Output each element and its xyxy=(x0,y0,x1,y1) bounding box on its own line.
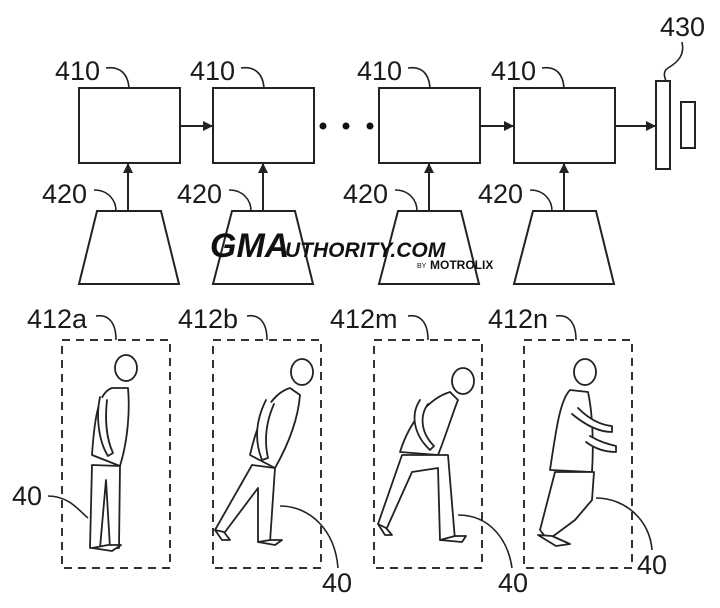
input-block-3: 420 xyxy=(343,163,481,285)
input-block-2: 420 xyxy=(177,163,315,285)
leader-line xyxy=(541,66,565,89)
leader-line xyxy=(407,66,431,89)
processor-block-4: 410 xyxy=(491,56,616,164)
frame-label: 412n xyxy=(488,304,548,334)
leader-line xyxy=(407,314,429,341)
leader-line xyxy=(529,189,553,212)
person-figure xyxy=(214,358,314,546)
output-block: 430 xyxy=(655,12,705,170)
input-block-4: 420 xyxy=(478,163,616,285)
input-block-1: 420 xyxy=(42,163,181,285)
processor-block-2: 410 xyxy=(190,56,315,164)
input-sensor xyxy=(211,210,315,285)
person-figure xyxy=(89,354,138,552)
input-sensor xyxy=(77,210,181,285)
processor-box xyxy=(78,87,181,164)
processor-box xyxy=(513,87,616,164)
output-display xyxy=(680,101,696,149)
frame-412m: 412m 40 xyxy=(330,304,528,598)
processor-block-1: 410 xyxy=(55,56,181,164)
input-label: 420 xyxy=(478,179,523,209)
input-sensor xyxy=(512,210,616,285)
processor-box xyxy=(378,87,481,164)
ellipsis xyxy=(319,122,374,130)
leader-line xyxy=(93,189,117,212)
processor-label: 410 xyxy=(357,56,402,86)
leader-line xyxy=(457,514,513,569)
frame-label: 412a xyxy=(27,304,88,334)
output-label: 430 xyxy=(660,12,705,42)
leader-line xyxy=(240,66,265,89)
input-label: 420 xyxy=(42,179,87,209)
person-label: 40 xyxy=(637,550,667,580)
leader-line xyxy=(555,314,577,341)
frame-label: 412m xyxy=(330,304,398,334)
frame-412a: 412a 40 xyxy=(12,304,171,569)
leader-line xyxy=(228,189,252,212)
processor-label: 410 xyxy=(55,56,100,86)
input-sensor xyxy=(377,210,481,285)
frame-label: 412b xyxy=(178,304,238,334)
leader-line xyxy=(246,314,268,341)
frame-412b: 412b 40 xyxy=(178,304,352,598)
person-label: 40 xyxy=(322,568,352,598)
watermark-brand-rest: UTHORITY.COM xyxy=(285,239,446,262)
output-device xyxy=(655,80,671,170)
input-label: 420 xyxy=(343,179,388,209)
frame-412n: 412n 40 xyxy=(488,304,667,580)
person-figure xyxy=(377,367,475,543)
person-label: 40 xyxy=(498,568,528,598)
processor-label: 410 xyxy=(491,56,536,86)
leader-line xyxy=(95,314,117,341)
watermark-logo: GMA UTHORITY.COM BY MOTROLIX xyxy=(210,227,493,272)
watermark-by: BY xyxy=(417,263,427,270)
processor-block-3: 410 xyxy=(357,56,481,164)
processor-label: 410 xyxy=(190,56,235,86)
watermark-owner: MOTROLIX xyxy=(430,258,493,272)
watermark-brand-main: GMA xyxy=(210,227,289,265)
leader-line xyxy=(47,495,89,519)
processor-box xyxy=(212,87,315,164)
leader-line xyxy=(595,497,653,551)
leader-line xyxy=(279,505,339,569)
person-figure xyxy=(537,358,617,547)
leader-line xyxy=(105,66,130,89)
person-label: 40 xyxy=(12,481,42,511)
leader-line xyxy=(663,41,684,82)
input-label: 420 xyxy=(177,179,222,209)
leader-line xyxy=(394,189,418,212)
